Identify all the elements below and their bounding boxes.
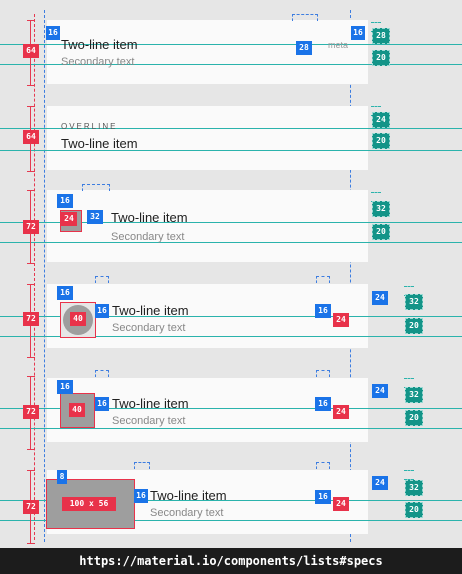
- list-item-card: [47, 190, 368, 262]
- secondary-text: Secondary text: [112, 415, 186, 427]
- right-gap-badge: 16: [315, 397, 331, 411]
- line2-baseline-badge: 20: [372, 224, 390, 240]
- baseline-line: [0, 408, 462, 409]
- secondary-text: Secondary text: [111, 231, 185, 243]
- height-badge: 72: [23, 405, 39, 419]
- right-gap-indicator: [316, 370, 330, 377]
- meta-gap-badge: 28: [296, 41, 312, 55]
- icon-size-badge: 24: [61, 212, 77, 226]
- trailing-top-badge: 24: [372, 291, 388, 305]
- line1-baseline-badge: 28: [372, 28, 390, 44]
- line2-baseline-badge: 20: [405, 318, 423, 334]
- right-gap-indicator: [316, 462, 330, 469]
- text-gap-badge: 16: [134, 489, 148, 503]
- height-badge: 64: [23, 44, 39, 58]
- line2-baseline-badge: 20: [405, 502, 423, 518]
- text-gap-indicator: [134, 462, 150, 469]
- primary-text: Two-line item: [61, 37, 138, 52]
- baseline-line: [0, 44, 462, 45]
- baseline-line: [0, 316, 462, 317]
- text-gap-indicator: [95, 370, 109, 377]
- meta-gap-indicator: [292, 14, 318, 21]
- text-gap-indicator: [95, 276, 109, 283]
- baseline-line: [0, 500, 462, 501]
- secondary-text: Secondary text: [61, 56, 135, 68]
- line1-baseline-badge: 24: [372, 112, 390, 128]
- overline-text: OVERLINE: [61, 122, 118, 131]
- top-padding-badge: 16: [57, 194, 73, 208]
- top-padding-badge: 8: [57, 470, 67, 484]
- line1-baseline-badge: 32: [372, 201, 390, 217]
- trailing-top-badge: 24: [372, 384, 388, 398]
- text-gap-indicator: [82, 184, 110, 191]
- baseline-line: [0, 128, 462, 129]
- line1-baseline-badge: 32: [405, 480, 423, 496]
- height-badge: 72: [23, 500, 39, 514]
- primary-text: Two-line item: [112, 396, 189, 411]
- height-guide: [34, 14, 35, 540]
- meta-text: meta: [328, 40, 349, 50]
- right-padding-badge: 16: [351, 26, 365, 40]
- baseline-line: [0, 222, 462, 223]
- text-gap-badge: 16: [95, 304, 109, 318]
- baseline-line: [0, 428, 462, 429]
- secondary-text: Secondary text: [150, 507, 224, 519]
- list-item-card: [47, 106, 368, 170]
- top-padding-badge: 16: [57, 286, 73, 300]
- baseline-line: [0, 336, 462, 337]
- line1-baseline-badge: 32: [405, 294, 423, 310]
- height-badge: 64: [23, 130, 39, 144]
- left-padding-badge: 16: [46, 26, 60, 40]
- text-gap-badge: 32: [87, 210, 103, 224]
- baseline-line: [0, 64, 462, 65]
- avatar-size-badge: 40: [70, 312, 86, 326]
- baseline-tick: [404, 470, 414, 480]
- baseline-line: [0, 242, 462, 243]
- source-url: https://material.io/components/lists#spe…: [79, 554, 383, 568]
- right-gap-indicator: [316, 276, 330, 283]
- height-badge: 72: [23, 220, 39, 234]
- trailing-top-badge: 24: [372, 476, 388, 490]
- text-gap-badge: 16: [95, 397, 109, 411]
- right-keyline: [350, 10, 351, 542]
- thumbnail-size-badge: 100 x 56: [62, 497, 116, 511]
- baseline-line: [0, 150, 462, 151]
- trailing-size-badge: 24: [333, 405, 349, 419]
- primary-text: Two-line item: [111, 210, 188, 225]
- primary-text: Two-line item: [61, 136, 138, 151]
- list-spec-diagram: Two-line item Secondary text meta 64 16 …: [0, 10, 462, 544]
- height-badge: 72: [23, 312, 39, 326]
- line2-baseline-badge: 20: [405, 410, 423, 426]
- top-padding-badge: 16: [57, 380, 73, 394]
- secondary-text: Secondary text: [112, 322, 186, 334]
- baseline-line: [0, 520, 462, 521]
- image-size-badge: 40: [69, 403, 85, 417]
- line2-baseline-badge: 20: [372, 50, 390, 66]
- left-keyline: [44, 10, 45, 542]
- right-gap-badge: 16: [315, 304, 331, 318]
- line2-baseline-badge: 20: [372, 133, 390, 149]
- list-item-card: [47, 20, 368, 84]
- primary-text: Two-line item: [150, 488, 227, 503]
- right-gap-badge: 16: [315, 490, 331, 504]
- trailing-size-badge: 24: [333, 497, 349, 511]
- trailing-size-badge: 24: [333, 313, 349, 327]
- primary-text: Two-line item: [112, 303, 189, 318]
- line1-baseline-badge: 32: [405, 387, 423, 403]
- caption-bar: https://material.io/components/lists#spe…: [0, 548, 462, 574]
